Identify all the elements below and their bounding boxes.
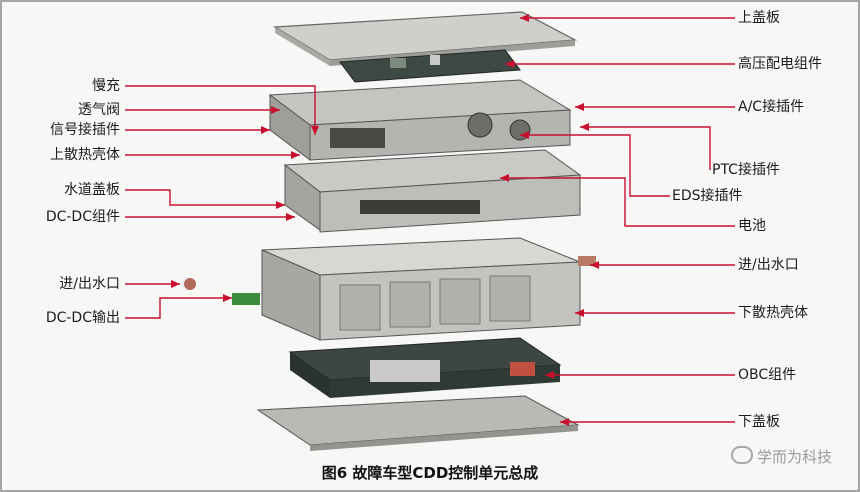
label-lower-heatsink: 下散热壳体 bbox=[738, 305, 808, 321]
label-battery: 电池 bbox=[738, 218, 766, 234]
obc-part bbox=[288, 337, 562, 398]
lower-heatsink-part bbox=[184, 237, 596, 341]
watermark-text: 学而为科技 bbox=[756, 448, 832, 466]
label-ac-connector: A/C接插件 bbox=[738, 99, 805, 115]
label-bottom-cover: 下盖板 bbox=[738, 414, 780, 430]
label-hv-distribution: 高压配电组件 bbox=[738, 56, 822, 72]
leader-arrowheads bbox=[171, 14, 599, 426]
figure-caption: 图6 故障车型CDD控制单元总成 bbox=[321, 464, 539, 482]
label-dcdc-assembly: DC-DC组件 bbox=[45, 209, 120, 225]
label-obc-assembly: OBC组件 bbox=[738, 367, 797, 383]
label-water-port-right: 进/出水口 bbox=[738, 257, 799, 273]
label-water-channel-cover: 水道盖板 bbox=[64, 182, 120, 198]
leader-lines bbox=[125, 17, 735, 423]
label-upper-heatsink: 上散热壳体 bbox=[50, 147, 120, 163]
label-signal-connector: 信号接插件 bbox=[50, 122, 120, 138]
dcdc-part bbox=[283, 149, 582, 233]
label-dcdc-output: DC-DC输出 bbox=[45, 310, 120, 326]
label-water-port-left: 进/出水口 bbox=[59, 276, 120, 292]
label-eds-connector: EDS接插件 bbox=[672, 188, 743, 204]
label-vent-valve: 透气阀 bbox=[78, 102, 120, 118]
upper-housing-part bbox=[268, 79, 572, 161]
wechat-icon bbox=[730, 446, 753, 464]
watermark: 学而为科技 bbox=[730, 446, 832, 467]
label-ptc-connector: PTC接插件 bbox=[712, 162, 780, 178]
label-slow-charge: 慢充 bbox=[92, 78, 120, 94]
hv-distribution-board bbox=[339, 49, 521, 83]
bottom-cover-part bbox=[256, 395, 580, 451]
label-top-cover: 上盖板 bbox=[738, 10, 780, 26]
